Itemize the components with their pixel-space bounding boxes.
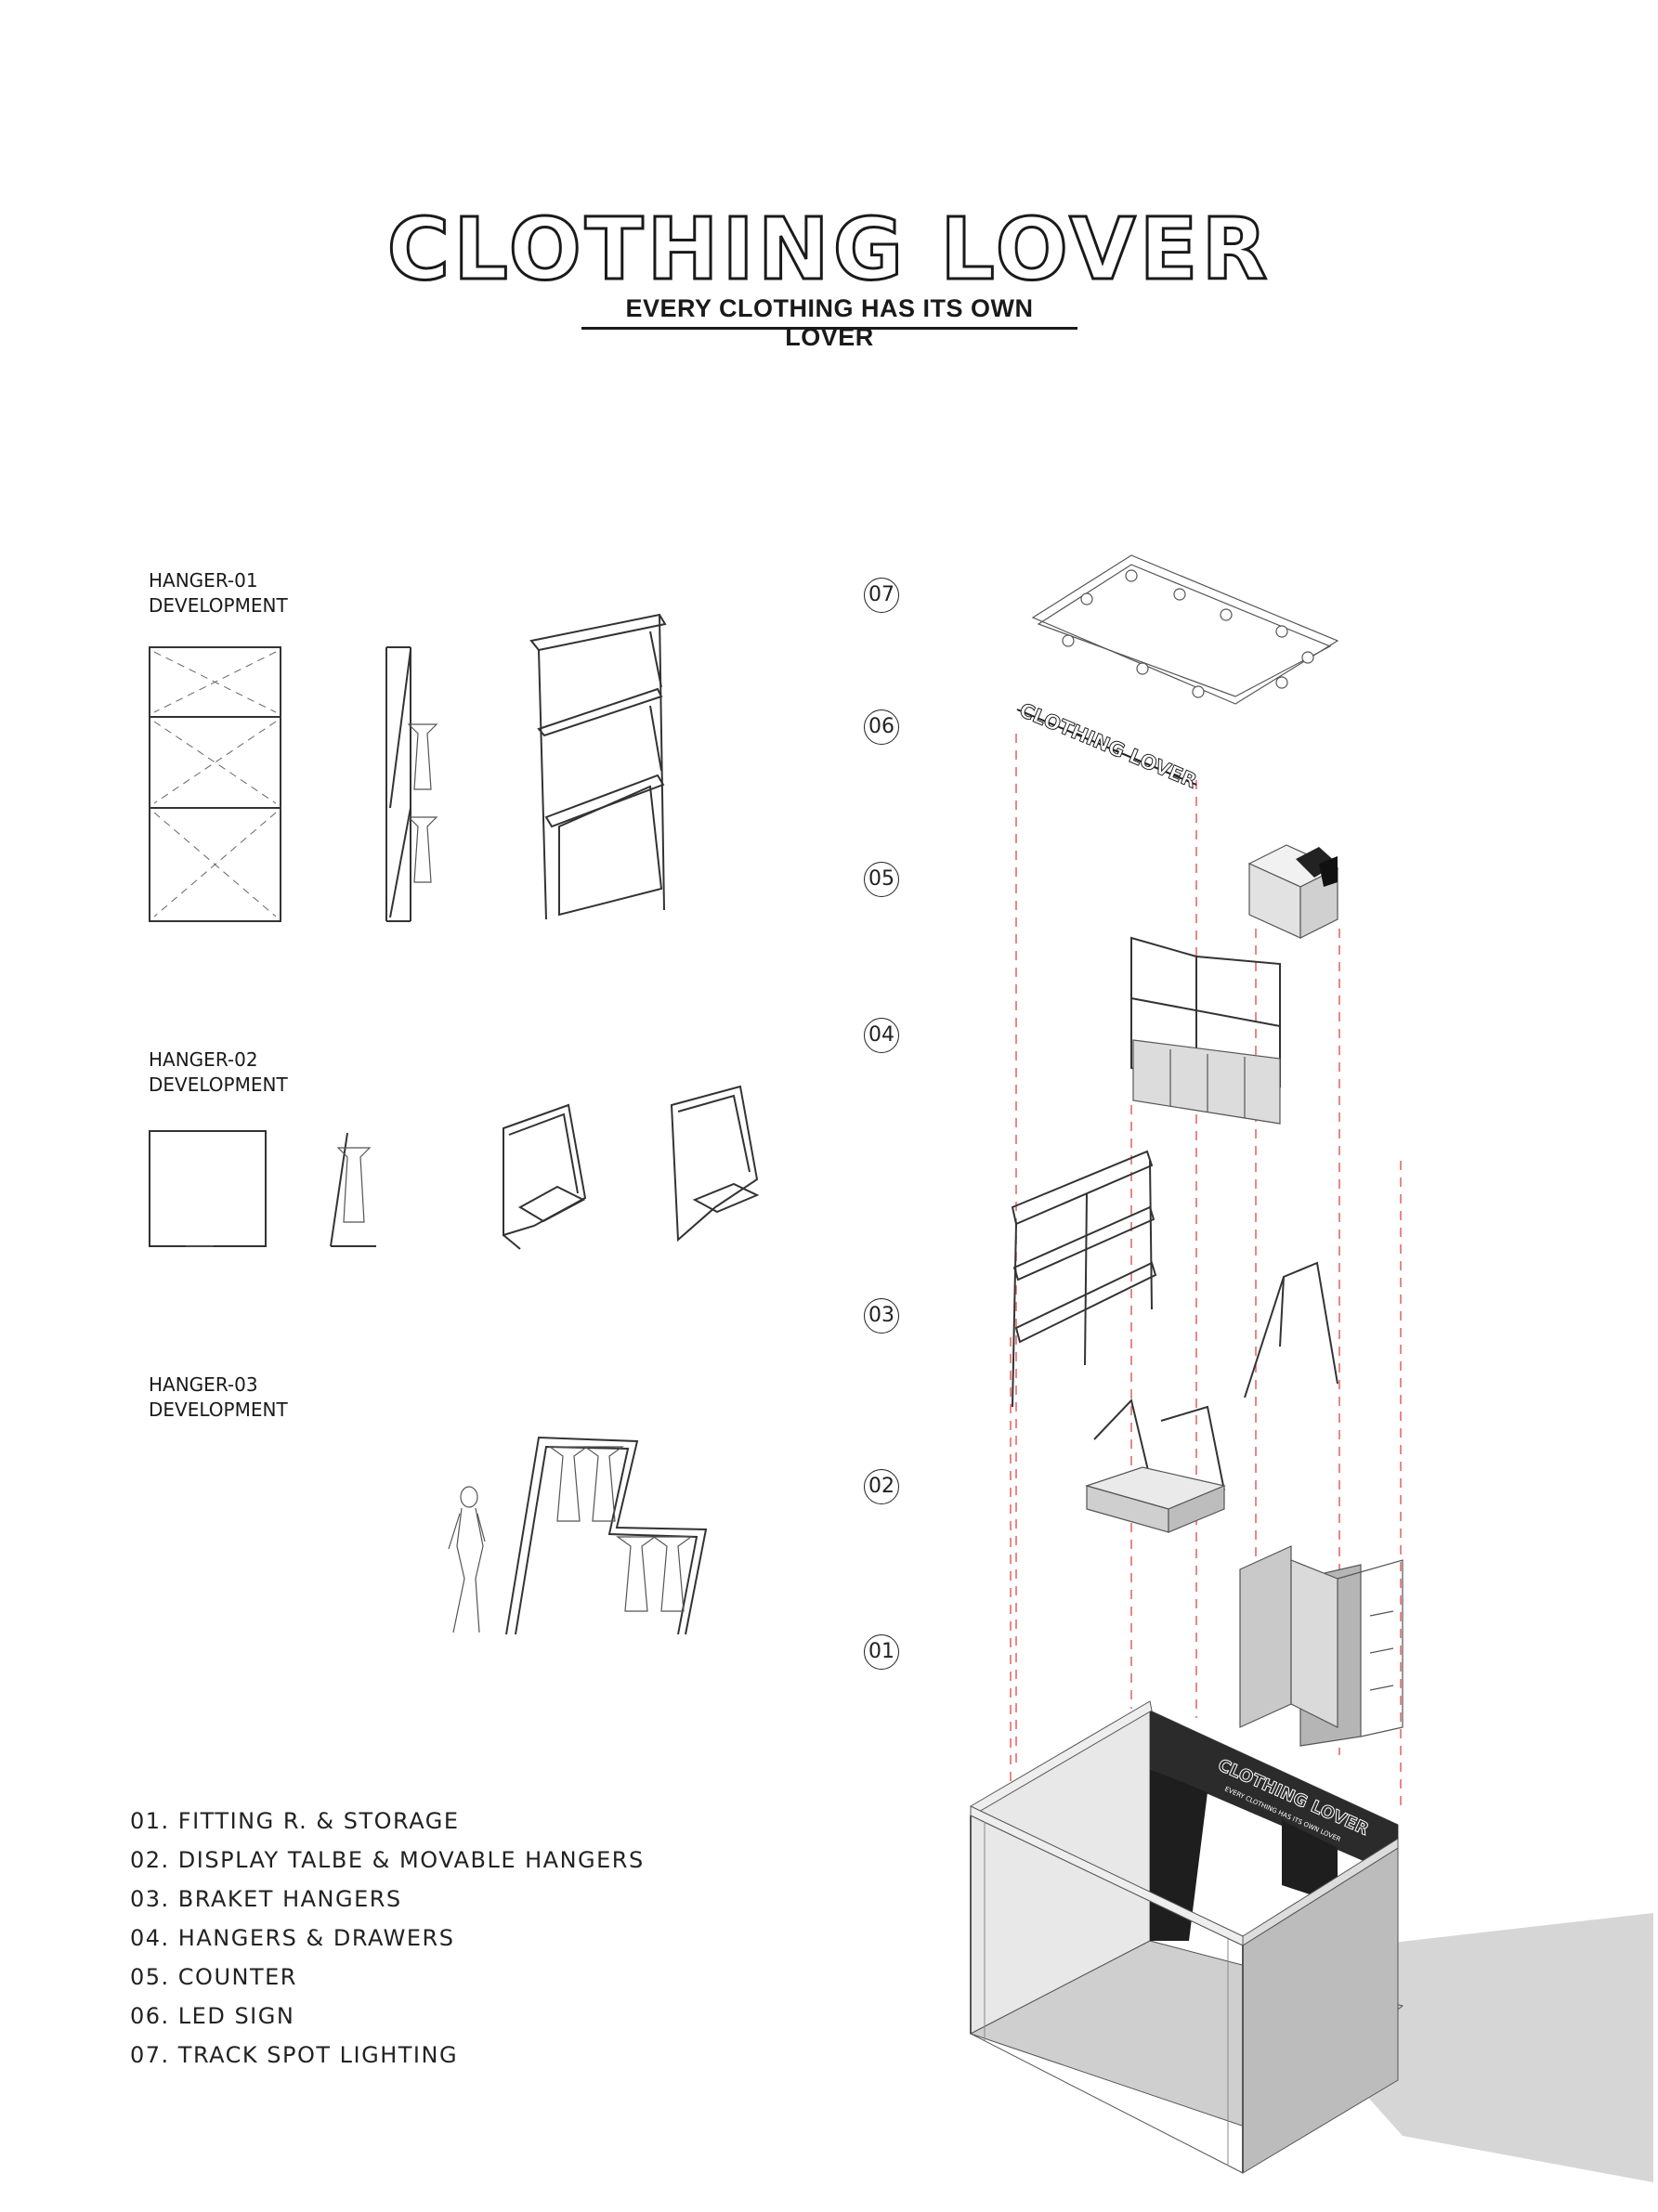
marker-04: 04 (864, 1018, 899, 1053)
marker-05: 05 (864, 862, 899, 897)
legend: 01. FITTING R. & STORAGE 02. DISPLAY TAL… (130, 1802, 645, 2075)
hanger-03-label: HANGER-03 DEVELOPMENT (149, 1373, 288, 1423)
hanger-01-label: HANGER-01 DEVELOPMENT (149, 568, 288, 618)
hanger-03-sub: DEVELOPMENT (149, 1399, 288, 1421)
hanger-01-axonometric (529, 613, 667, 920)
hanger-01-name: HANGER-01 (149, 569, 258, 592)
hanger-02-axonometric-a (503, 1103, 587, 1250)
fitting-room-storage (1239, 1545, 1403, 1747)
legend-item-07: 07. TRACK SPOT LIGHTING (130, 2042, 459, 2068)
hangers-and-drawers (1130, 936, 1281, 1125)
human-figure (448, 1486, 486, 1633)
hanger-03-drawing (448, 1436, 708, 1635)
svg-text:CLOTHING LOVER: CLOTHING LOVER (1016, 698, 1200, 792)
hanger-02-side-view (330, 1132, 376, 1247)
page-title: CLOTHING LOVER (385, 199, 1272, 301)
bracket-hangers (1011, 1150, 1338, 1408)
legend-item-03: 03. BRAKET HANGERS (130, 1886, 402, 1912)
legend-item-04: 04. HANGERS & DRAWERS (130, 1925, 455, 1951)
hanger-02-axonometric-b (670, 1085, 760, 1243)
hanger-01-sub: DEVELOPMENT (149, 594, 288, 617)
hanger-01-side-view (385, 646, 438, 922)
legend-item-02: 02. DISPLAY TALBE & MOVABLE HANGERS (130, 1847, 645, 1873)
marker-02: 02 (864, 1469, 899, 1504)
legend-item-05: 05. COUNTER (130, 1964, 297, 1990)
hanger-03-name: HANGER-03 (149, 1373, 258, 1396)
hanger-02-name: HANGER-02 (149, 1048, 258, 1071)
legend-item-06: 06. LED SIGN (130, 2003, 295, 2029)
counter (1247, 844, 1339, 939)
marker-06: 06 (864, 709, 899, 745)
led-sign: CLOTHING LOVER (1016, 698, 1201, 793)
page-subtitle: EVERY CLOTHING HAS ITS OWN LOVER (625, 294, 1034, 351)
guide-lines (1010, 734, 1402, 1811)
hanger-02-sub: DEVELOPMENT (149, 1073, 288, 1096)
marker-03: 03 (864, 1298, 899, 1334)
booth: CLOTHING LOVER EVERY CLOTHING HAS ITS OW… (969, 1700, 1653, 2182)
display-table (1084, 1398, 1226, 1533)
track-spot-lighting (1031, 554, 1339, 705)
subtitle-underline (581, 327, 1077, 330)
hanger-01-elevation (149, 646, 281, 922)
hanger-02-label: HANGER-02 DEVELOPMENT (149, 1047, 288, 1098)
marker-01: 01 (864, 1634, 899, 1670)
hanger-02-plan (149, 1130, 267, 1247)
marker-07: 07 (864, 578, 899, 613)
legend-item-01: 01. FITTING R. & STORAGE (130, 1808, 460, 1834)
